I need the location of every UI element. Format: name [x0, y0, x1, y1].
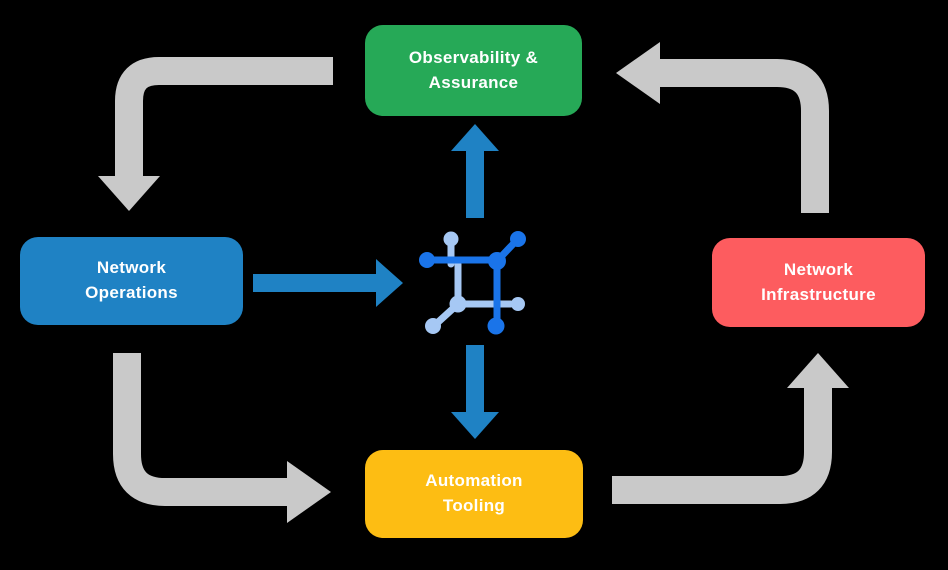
node-observability-assurance: Observability & Assurance	[365, 25, 582, 116]
node-label-line: Assurance	[428, 72, 519, 92]
node-network-infrastructure: Network Infrastructure	[712, 238, 925, 327]
node-label-line: Infrastructure	[761, 284, 876, 304]
arrow-observability-to-operations	[98, 57, 333, 211]
node-label-line: Automation	[425, 471, 523, 491]
arrow-center-to-observability	[451, 124, 499, 218]
node-label-line: Observability &	[408, 47, 539, 67]
arrow-operations-to-automation	[113, 353, 331, 523]
arrow-automation-to-infrastructure	[612, 353, 849, 504]
network-mesh-icon	[419, 231, 526, 335]
node-label-line: Operations	[85, 283, 178, 302]
node-label-line: Network	[783, 259, 854, 279]
node-automation-tooling: Automation Tooling	[365, 450, 583, 538]
arrow-infrastructure-to-observability	[616, 42, 829, 213]
node-network-operations: Network Operations	[20, 237, 243, 325]
arrow-center-to-automation	[451, 345, 499, 439]
arrow-operations-to-center	[253, 259, 403, 307]
node-label-line: Network	[96, 258, 167, 278]
node-label-line: Tooling	[442, 496, 506, 515]
